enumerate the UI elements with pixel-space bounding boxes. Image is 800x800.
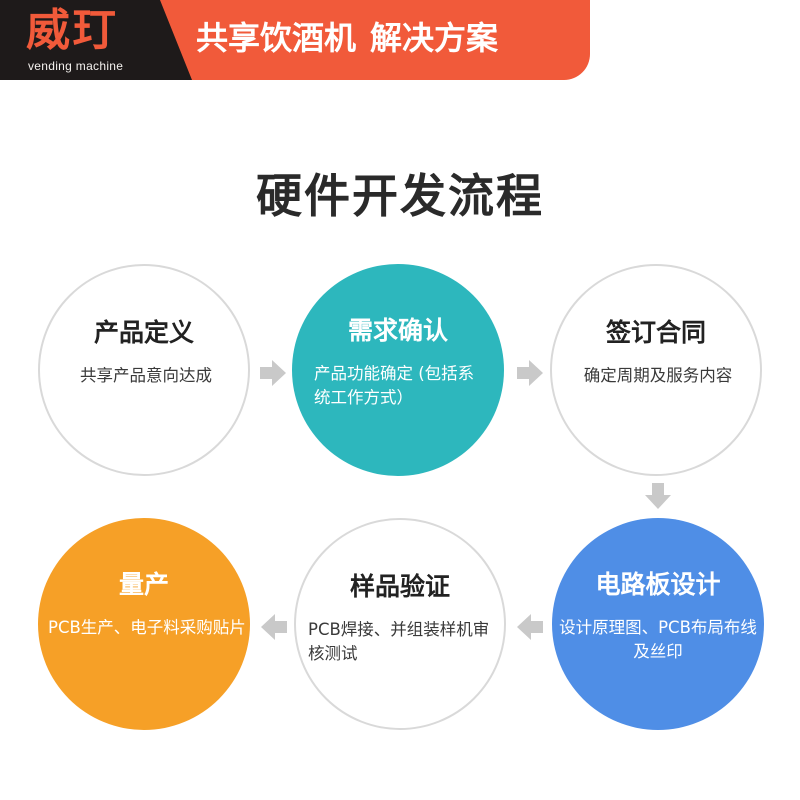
step-title: 需求确认 [347,316,448,345]
arrow-left-icon [517,614,543,640]
step-circle-requirement-confirmation: 需求确认 产品功能确定 (包括系统工作方式） [292,264,504,476]
banner-title-part2: 解决方案 [370,19,499,57]
step-description: 产品功能确定 (包括系统工作方式） [314,364,475,407]
step-circle-pcb-design: 电路板设计 设计原理图、PCB布局布线及丝印 [552,518,764,730]
step-title: 样品验证 [349,572,450,601]
step-circle-sample-verification: 样品验证 PCB焊接、并组装样机审核测试 [294,518,506,730]
step-circle-product-definition: 产品定义 共享产品意向达成 [38,264,250,476]
brand-logo: 威玎 [26,5,118,56]
step-description: PCB焊接、并组装样机审核测试 [308,620,490,663]
step-description: 确定周期及服务内容 [583,366,733,385]
banner-title-part1: 共享饮酒机 [196,19,357,57]
arrow-down-icon [645,483,671,509]
header-banner: 威玎 vending machine 共享饮酒机解决方案 [0,0,800,80]
step-circle-mass-production: 量产 PCB生产、电子料采购贴片 [38,518,250,730]
arrow-right-icon [517,360,543,386]
step-title: 电路板设计 [595,570,721,599]
page-title: 硬件开发流程 [256,169,544,223]
step-description: 共享产品意向达成 [80,366,212,385]
step-description: 设计原理图、PCB布局布线及丝印 [559,618,757,661]
step-circle-sign-contract: 签订合同 确定周期及服务内容 [550,264,762,476]
arrow-right-icon [260,360,286,386]
step-title: 量产 [118,570,169,599]
step-title: 产品定义 [93,318,194,347]
step-title: 签订合同 [605,318,706,347]
brand-logo-subtitle: vending machine [28,59,124,73]
step-description: PCB生产、电子料采购贴片 [48,618,246,637]
banner-title: 共享饮酒机解决方案 [196,16,498,60]
arrow-left-icon [261,614,287,640]
banner-ribbon [160,0,590,80]
